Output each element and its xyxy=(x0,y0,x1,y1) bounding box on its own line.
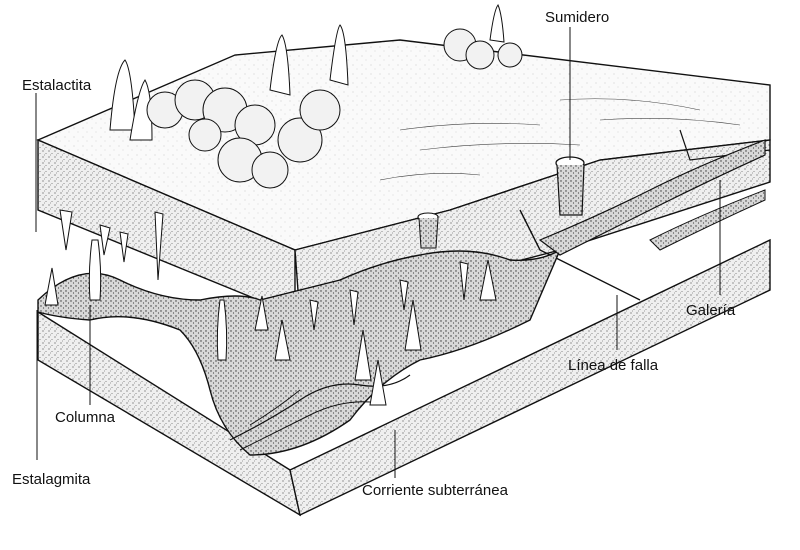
label-galeria: Galería xyxy=(686,302,736,319)
underground-stream-2 xyxy=(239,401,371,451)
label-sumidero: Sumidero xyxy=(545,9,610,26)
columns xyxy=(88,239,228,361)
stalactites xyxy=(59,209,469,331)
fault-line xyxy=(519,209,641,301)
underground-stream-3 xyxy=(249,389,301,426)
surface-texture xyxy=(379,98,741,181)
label-linea-de-falla: Línea de falla xyxy=(568,357,659,374)
label-estalagmita: Estalagmita xyxy=(12,471,91,488)
gallery-tunnel-lower xyxy=(649,189,766,251)
small-sinkhole-shaft xyxy=(418,217,439,249)
label-estalactita: Estalactita xyxy=(22,77,92,94)
leader-lines xyxy=(35,27,721,478)
label-columna: Columna xyxy=(55,409,116,426)
cave-cavity xyxy=(37,248,562,456)
sinkhole-shaft xyxy=(556,164,585,216)
gallery-tunnel xyxy=(538,139,766,256)
underground-stream xyxy=(229,374,411,441)
label-corriente-subterranea: Corriente subterránea xyxy=(362,482,508,499)
lower-block-right-face xyxy=(289,238,771,517)
forest xyxy=(109,4,523,189)
stalagmites xyxy=(44,259,497,406)
